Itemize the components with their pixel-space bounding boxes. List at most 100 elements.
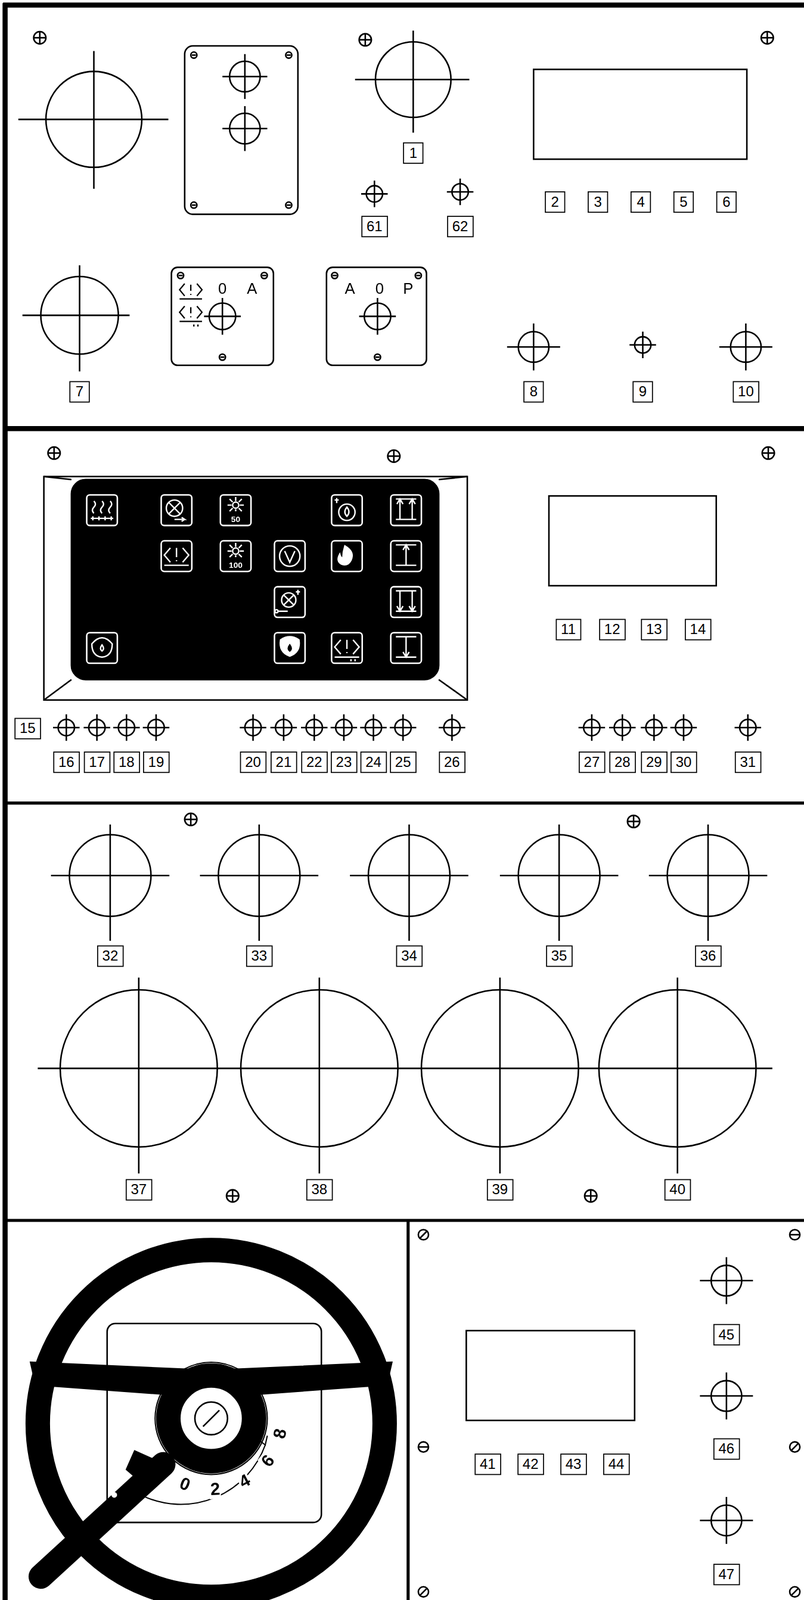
switch-position: A	[246, 280, 259, 297]
panel-stroke	[2, 1218, 804, 1222]
panel-stroke	[274, 632, 306, 664]
panel-stroke	[330, 714, 358, 742]
panel-stroke	[395, 637, 417, 658]
panel-stroke	[359, 33, 372, 47]
callout-number: 31	[734, 751, 762, 774]
panel-stroke	[507, 323, 561, 371]
callout-number: 33	[246, 945, 273, 968]
panel-stroke	[2, 801, 804, 805]
panel-stroke	[318, 977, 321, 1174]
panel-stroke	[30, 1250, 392, 1598]
panel-stroke	[164, 548, 189, 566]
panel-stroke	[168, 502, 185, 523]
panel-stroke	[126, 1451, 154, 1482]
callout-number: 8	[523, 381, 544, 403]
steering-panel	[30, 1229, 800, 1597]
panel-stroke	[466, 1330, 635, 1421]
panel-stroke	[719, 323, 773, 371]
panel-stroke	[220, 495, 251, 526]
panel-stroke	[33, 31, 46, 45]
panel-stroke	[203, 1410, 220, 1427]
panel-stroke	[331, 632, 362, 664]
panel-stroke	[789, 1587, 800, 1598]
panel-stroke	[584, 1190, 598, 1203]
callout-number: 20	[240, 751, 267, 774]
callout-number: 26	[438, 751, 465, 774]
callout-number: 14	[684, 619, 712, 641]
callout-number: 47	[713, 1563, 740, 1586]
callout-number: 15	[14, 718, 41, 740]
panel-stroke	[408, 824, 411, 942]
panel-stroke	[699, 1372, 753, 1420]
panel-stroke	[244, 54, 247, 99]
callout-number: 7	[69, 381, 90, 403]
panel-stroke	[244, 106, 247, 151]
panel-stroke	[390, 495, 422, 526]
callout-number: 42	[517, 1453, 544, 1476]
panel-stroke	[177, 272, 184, 279]
panel-stroke	[274, 587, 306, 618]
panel-stroke	[113, 714, 141, 742]
panel-stroke	[390, 541, 422, 572]
panel-stroke	[640, 714, 668, 742]
callout-number: 40	[664, 1179, 691, 1201]
panel-stroke	[221, 297, 224, 335]
callout-number: 36	[694, 945, 722, 968]
panel-stroke	[395, 544, 417, 566]
panel-stroke	[83, 714, 111, 742]
switch-position: 0	[374, 280, 386, 297]
callout-number: 19	[143, 751, 170, 774]
panel-stroke	[334, 498, 350, 517]
panel-stroke	[109, 824, 112, 942]
panel-stroke	[256, 1435, 268, 1445]
panel-stroke	[627, 815, 641, 828]
panel-stroke	[331, 495, 362, 526]
panel-stroke	[288, 644, 292, 651]
panel-stroke	[274, 632, 306, 664]
callout-number: 21	[270, 751, 297, 774]
panel-stroke	[40, 1464, 163, 1577]
panel-stroke	[53, 714, 80, 742]
panel-stroke	[499, 977, 502, 1174]
callout-number: 34	[396, 945, 423, 968]
panel-stroke	[160, 541, 192, 572]
panel-stroke	[376, 297, 379, 335]
panel-stroke	[438, 714, 466, 742]
panel-stroke	[438, 476, 468, 480]
panel-stroke	[412, 30, 415, 133]
switch-position: 0	[216, 280, 228, 297]
panel-stroke	[789, 1442, 800, 1453]
callout-number: 46	[713, 1438, 740, 1461]
panel-stroke	[143, 714, 170, 742]
panel-stroke	[359, 714, 387, 742]
callout-number: 35	[545, 945, 573, 968]
indicator-value: 100	[228, 560, 243, 570]
panel-stroke	[274, 541, 306, 572]
panel-stroke	[387, 449, 401, 463]
panel-stroke	[390, 632, 422, 664]
panel-stroke	[258, 824, 261, 942]
panel-stroke	[284, 551, 296, 563]
panel-stroke	[337, 545, 353, 566]
panel-stroke	[331, 541, 362, 572]
panel-stroke	[190, 202, 197, 209]
callout-number: 27	[578, 751, 605, 774]
panel-stroke	[406, 1220, 410, 1600]
panel-stroke	[699, 1497, 753, 1545]
callout-number: 37	[125, 1179, 152, 1201]
panel-stroke	[184, 813, 198, 827]
panel-stroke	[334, 640, 360, 662]
panel-stroke	[670, 714, 698, 742]
panel-stroke	[91, 637, 113, 658]
callout-number: 30	[670, 751, 697, 774]
panel-stroke	[87, 632, 118, 664]
panel-stroke	[90, 501, 114, 521]
callout-number: 22	[300, 751, 328, 774]
callout-number: 1	[402, 142, 424, 164]
callout-number: 18	[113, 751, 140, 774]
panel-stroke	[331, 632, 362, 664]
panel-stroke	[274, 609, 278, 613]
gauge-panel	[37, 813, 773, 1203]
